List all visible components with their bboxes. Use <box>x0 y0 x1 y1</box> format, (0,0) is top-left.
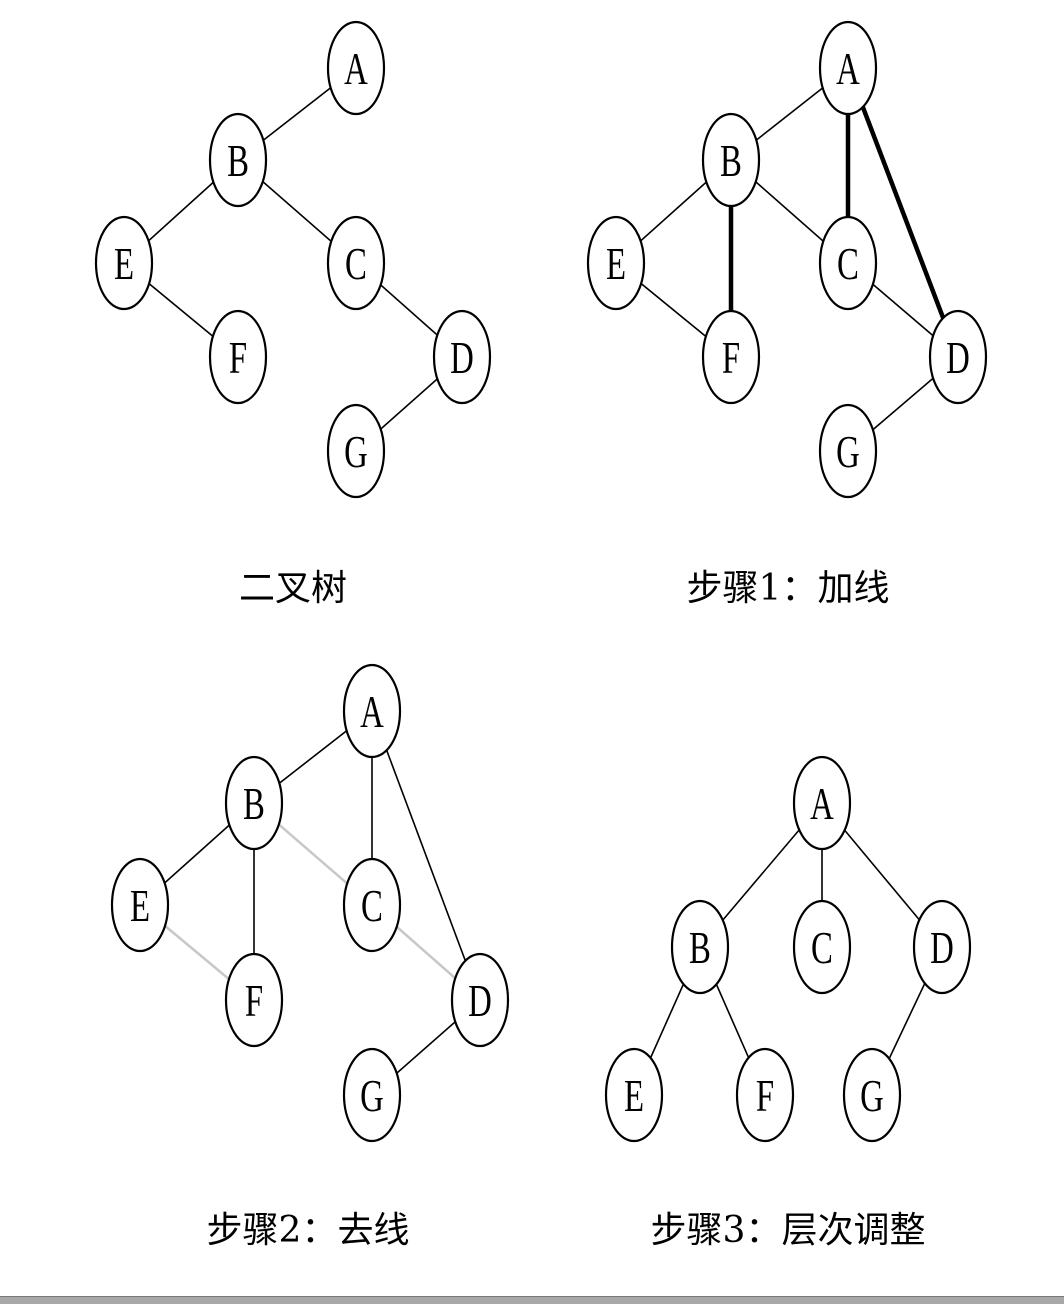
node-circle <box>735 1047 795 1143</box>
node-G: G <box>842 1047 902 1143</box>
node-label: D <box>468 975 492 1027</box>
node-circle <box>208 309 268 405</box>
node-label: F <box>756 1070 774 1122</box>
node-C: C <box>792 899 852 995</box>
node-label: B <box>689 922 711 974</box>
node-label: G <box>836 426 860 478</box>
node-circle <box>224 952 284 1048</box>
node-circle <box>701 112 761 208</box>
node-D: D <box>432 309 492 405</box>
node-B: B <box>224 755 284 851</box>
node-F: F <box>224 952 284 1048</box>
node-B: B <box>208 112 268 208</box>
node-label: E <box>130 880 150 932</box>
node-circle <box>208 112 268 208</box>
node-circle <box>912 899 972 995</box>
node-F: F <box>208 309 268 405</box>
node-circle <box>326 215 386 311</box>
node-B: B <box>701 112 761 208</box>
node-label: F <box>722 332 740 384</box>
node-circle <box>818 403 878 499</box>
node-D: D <box>450 952 510 1048</box>
node-label: A <box>810 778 834 830</box>
node-label: B <box>243 778 265 830</box>
node-F: F <box>735 1047 795 1143</box>
node-circle <box>792 755 852 851</box>
node-circle <box>818 215 878 311</box>
node-A: A <box>818 20 878 116</box>
node-E: E <box>604 1047 664 1143</box>
node-label: E <box>114 238 134 290</box>
node-label: F <box>229 332 247 384</box>
node-label: C <box>837 238 859 290</box>
panel-step3: A B C D E F G 步骤3：层次调整 <box>604 755 972 1251</box>
node-circle <box>342 1047 402 1143</box>
node-circle <box>670 899 730 995</box>
caption-step3: 步骤3：层次调整 <box>651 1210 926 1251</box>
node-circle <box>450 952 510 1048</box>
caption-binary-tree: 二叉树 <box>239 568 347 609</box>
node-circle <box>818 20 878 116</box>
node-circle <box>604 1047 664 1143</box>
node-circle <box>342 857 402 953</box>
panel-step1: A B C D E F G 步骤1：加线 <box>586 20 988 609</box>
panel-binary-tree: A B C D E F G 二叉树 <box>94 20 492 609</box>
node-label: G <box>360 1070 384 1122</box>
node-label: D <box>946 332 970 384</box>
window-bottom-border <box>0 1296 1064 1304</box>
node-A: A <box>326 20 386 116</box>
node-C: C <box>342 857 402 953</box>
node-G: G <box>818 403 878 499</box>
edges-step1 <box>615 67 961 452</box>
node-B: B <box>670 899 730 995</box>
node-label: A <box>360 686 384 738</box>
caption-step2: 步骤2：去线 <box>207 1210 410 1251</box>
caption-step1: 步骤1：加线 <box>687 568 890 609</box>
node-A: A <box>792 755 852 851</box>
edges-binary-tree <box>123 67 463 452</box>
node-C: C <box>818 215 878 311</box>
node-label: C <box>345 238 367 290</box>
node-E: E <box>110 857 170 953</box>
node-circle <box>326 403 386 499</box>
node-G: G <box>326 403 386 499</box>
node-label: A <box>836 43 860 95</box>
node-label: D <box>930 922 954 974</box>
node-E: E <box>94 215 154 311</box>
node-circle <box>94 215 154 311</box>
node-circle <box>701 309 761 405</box>
node-label: A <box>344 43 368 95</box>
node-label: E <box>624 1070 644 1122</box>
node-circle <box>586 215 646 311</box>
node-circle <box>928 309 988 405</box>
node-D: D <box>928 309 988 405</box>
node-A: A <box>342 663 402 759</box>
node-F: F <box>701 309 761 405</box>
node-label: D <box>450 332 474 384</box>
node-C: C <box>326 215 386 311</box>
panel-step2: A B C D E F G 步骤2：去线 <box>110 663 510 1251</box>
node-label: G <box>344 426 368 478</box>
node-D: D <box>912 899 972 995</box>
node-circle <box>432 309 492 405</box>
edge-A-D <box>371 710 481 1001</box>
edge-A-D-added <box>845 67 961 358</box>
node-label: B <box>227 135 249 187</box>
node-circle <box>342 663 402 759</box>
node-label: B <box>720 135 742 187</box>
node-circle <box>842 1047 902 1143</box>
node-circle <box>326 20 386 116</box>
node-E: E <box>586 215 646 311</box>
node-label: C <box>811 922 833 974</box>
node-circle <box>224 755 284 851</box>
node-label: G <box>860 1070 884 1122</box>
edges-step2 <box>139 710 481 1096</box>
node-circle <box>110 857 170 953</box>
node-label: E <box>606 238 626 290</box>
node-G: G <box>342 1047 402 1143</box>
node-label: C <box>361 880 383 932</box>
node-label: F <box>245 975 263 1027</box>
node-circle <box>792 899 852 995</box>
